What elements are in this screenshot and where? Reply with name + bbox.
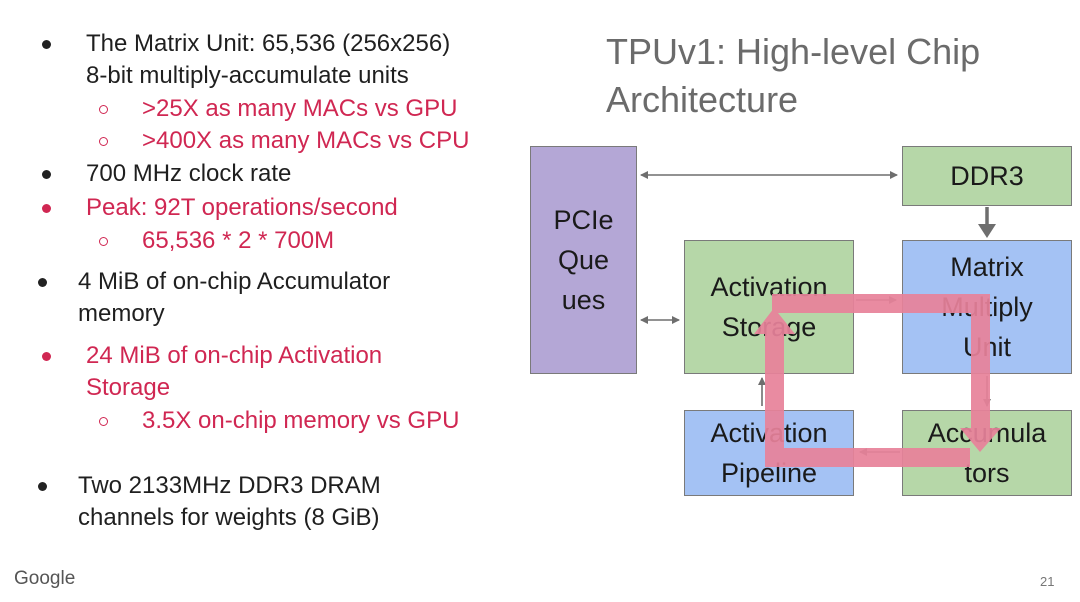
sub-bullet-macs-cpu: >400X as many MACs vs CPU	[99, 125, 470, 157]
sub-bullet-ring	[99, 105, 108, 114]
bullet-clock-rate: 700 MHz clock rate	[42, 158, 292, 190]
bullet-dot	[42, 40, 51, 49]
slide-title-line: Architecture	[606, 79, 799, 120]
bullet-text-line: Two 2133MHz DDR3 DRAM	[78, 472, 381, 499]
bullet-text-line: 24 MiB of on-chip Activation	[86, 342, 383, 369]
bullet-text-line: Peak: 92T operations/second	[86, 194, 398, 221]
bullet-dot	[42, 352, 51, 361]
bullet-text-line: 65,536 * 2 * 700M	[142, 227, 335, 254]
bullet-dot	[42, 204, 51, 213]
bullet-peak-ops: Peak: 92T operations/second	[42, 192, 398, 224]
bullet-text-line: 8-bit multiply-accumulate units	[86, 62, 409, 89]
block-label-line: Que	[557, 245, 610, 275]
bullet-matrix-unit: The Matrix Unit: 65,536 (256x256) 8-bit …	[42, 28, 451, 92]
slide-title: TPUv1: High-level Chip Architecture	[606, 28, 980, 124]
bullet-text-line: channels for weights (8 GiB)	[78, 504, 380, 531]
bullet-ddr3-channels: Two 2133MHz DDR3 DRAM channels for weigh…	[38, 470, 381, 534]
dataflow-loop-arrow	[754, 294, 1001, 467]
bullet-dot	[42, 170, 51, 179]
sub-bullet-macs-gpu: >25X as many MACs vs GPU	[99, 93, 458, 125]
block-label-line: DDR3	[950, 161, 1024, 191]
block-label-line: Matrix	[950, 252, 1024, 282]
sub-bullet-peak-formula: 65,536 * 2 * 700M	[99, 225, 335, 257]
bullet-text-line: >400X as many MACs vs CPU	[142, 127, 470, 154]
slide-title-line: TPUv1: High-level Chip	[606, 31, 981, 72]
sub-bullet-ring	[99, 237, 108, 246]
bullet-text-line: >25X as many MACs vs GPU	[142, 95, 458, 122]
bullet-text-line: 700 MHz clock rate	[86, 160, 292, 187]
bullet-text-line: 3.5X on-chip memory vs GPU	[142, 407, 460, 434]
bullet-text-line: Storage	[86, 374, 171, 401]
google-logo: Google	[14, 568, 76, 589]
bullet-text-line: 4 MiB of on-chip Accumulator	[78, 268, 391, 295]
block-label-line: PCIe	[553, 205, 614, 235]
bullet-list: The Matrix Unit: 65,536 (256x256) 8-bit …	[0, 0, 530, 560]
sub-bullet-ring	[99, 137, 108, 146]
sub-bullet-memory-vs-gpu: 3.5X on-chip memory vs GPU	[99, 405, 460, 437]
block-label-line: ues	[561, 285, 606, 315]
bullet-dot	[38, 278, 47, 287]
pcie-queues-block: PCIe Que ues	[530, 146, 637, 374]
bullet-text-line: memory	[78, 300, 165, 327]
bullet-accumulator-memory: 4 MiB of on-chip Accumulator memory	[38, 266, 391, 330]
block-label-line: tors	[964, 458, 1010, 488]
bullet-dot	[38, 482, 47, 491]
sub-bullet-ring	[99, 417, 108, 426]
page-number: 21	[1040, 574, 1055, 589]
ddr3-matrix-arrowhead	[978, 224, 996, 238]
bullet-text-line: The Matrix Unit: 65,536 (256x256)	[86, 30, 451, 57]
bullet-activation-storage: 24 MiB of on-chip Activation Storage	[42, 340, 383, 404]
ddr3-block: DDR3	[902, 146, 1072, 206]
